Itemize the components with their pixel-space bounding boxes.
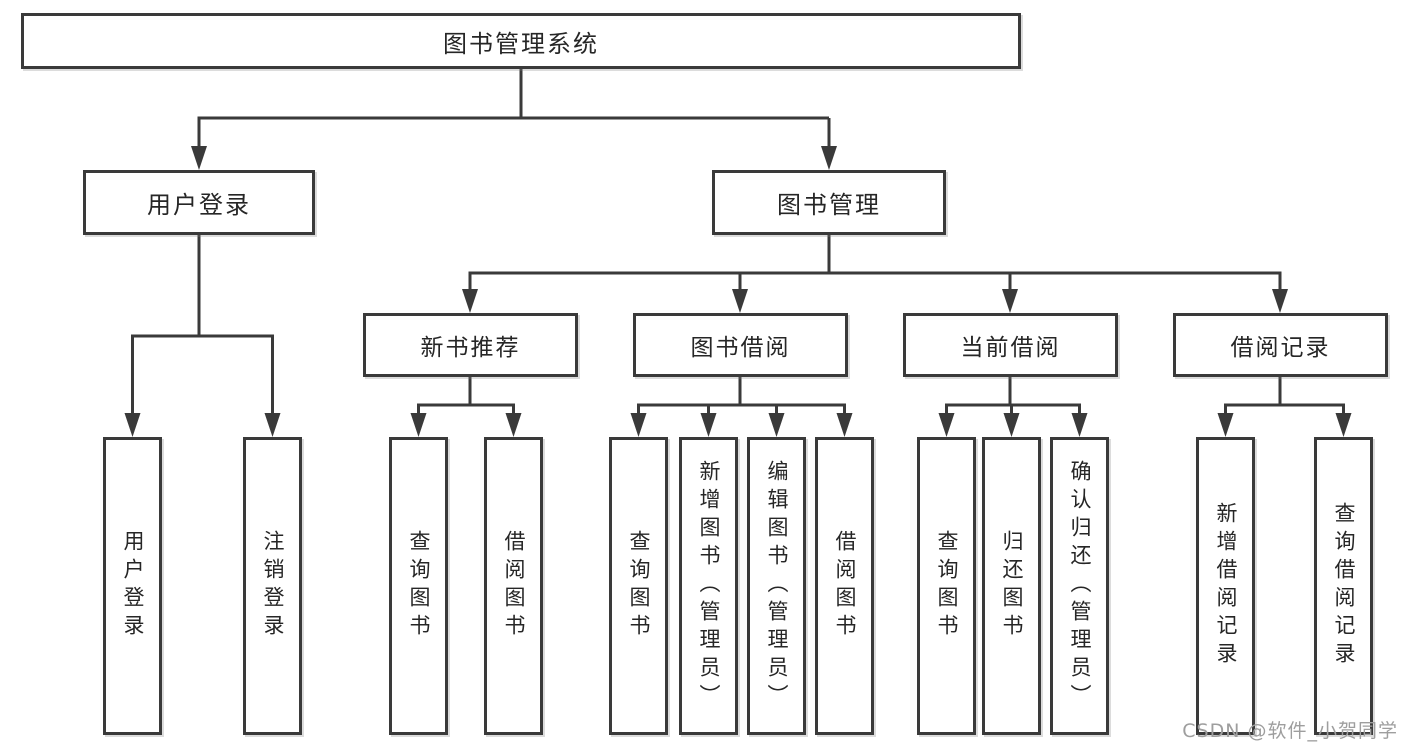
leaf-add-books-admin: 新增图书（管理员） <box>679 437 738 735</box>
csdn-watermark: CSDN @软件_小贺同学 <box>1182 720 1398 742</box>
leaf-query-books-borrow: 查询图书 <box>609 437 668 735</box>
leaf-query-books-recommend: 查询图书 <box>389 437 448 735</box>
leaf-confirm-return-admin: 确认归还（管理员） <box>1050 437 1109 735</box>
node-book-borrowing: 图书借阅 <box>633 313 848 377</box>
leaf-logout: 注销登录 <box>243 437 302 735</box>
node-user-login-branch: 用户登录 <box>83 170 315 235</box>
node-borrowing-records: 借阅记录 <box>1173 313 1388 377</box>
leaf-user-login: 用户登录 <box>103 437 162 735</box>
leaf-return-books: 归还图书 <box>982 437 1041 735</box>
node-library-management-system: 图书管理系统 <box>21 13 1021 69</box>
leaf-borrow-books-recommend: 借阅图书 <box>484 437 543 735</box>
leaf-edit-books-admin: 编辑图书（管理员） <box>747 437 806 735</box>
leaf-borrow-books: 借阅图书 <box>815 437 874 735</box>
leaf-query-borrow-record: 查询借阅记录 <box>1314 437 1373 735</box>
node-new-book-recommendation: 新书推荐 <box>363 313 578 377</box>
arrowheads <box>124 146 1352 437</box>
node-current-borrowing: 当前借阅 <box>903 313 1118 377</box>
node-book-management-branch: 图书管理 <box>712 170 946 235</box>
leaf-query-books-current: 查询图书 <box>917 437 976 735</box>
leaf-add-borrow-record: 新增借阅记录 <box>1196 437 1255 735</box>
